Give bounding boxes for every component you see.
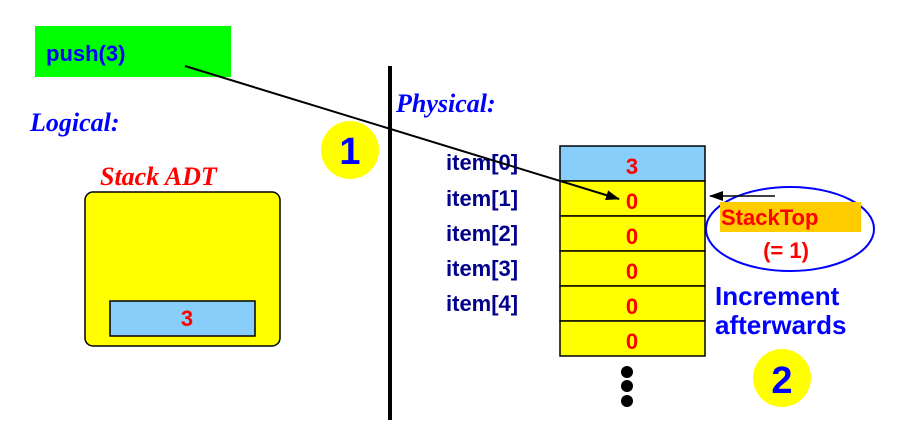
array-cell-value: 0 — [626, 189, 638, 214]
array-label: item[1] — [446, 186, 518, 211]
array-labels: item[0] item[1] item[2] item[3] item[4] — [446, 150, 518, 316]
array-cell — [559, 145, 706, 182]
array-cell-value: 0 — [626, 224, 638, 249]
stack-adt-top-value: 3 — [181, 306, 193, 331]
array-cell — [559, 320, 706, 357]
more-items-dots-icon — [621, 366, 633, 407]
array-label: item[2] — [446, 221, 518, 246]
push-arrow — [184, 65, 620, 200]
physical-heading: Physical: — [395, 89, 496, 118]
step-1-number: 1 — [339, 131, 360, 173]
note-line-1: Increment — [715, 281, 840, 311]
stacktop-label: StackTop — [721, 205, 818, 230]
array-cells: 3 0 0 0 0 0 — [559, 145, 706, 357]
stacktop-ellipse — [705, 186, 875, 272]
stacktop-highlight — [720, 202, 861, 232]
step-1-badge — [321, 121, 379, 179]
array-cell-value: 0 — [626, 294, 638, 319]
stacktop-value: (= 1) — [763, 238, 809, 263]
note-line-2: afterwards — [715, 310, 847, 340]
stack-adt-top-cell — [109, 300, 256, 337]
step-2-number: 2 — [771, 360, 792, 402]
array-cell-value: 3 — [626, 154, 638, 179]
array-cell — [559, 215, 706, 252]
step-2-badge — [753, 349, 811, 407]
push-label: push(3) — [46, 41, 125, 66]
push-operation-box — [35, 26, 231, 77]
array-label: item[4] — [446, 291, 518, 316]
logical-heading: Logical: — [29, 108, 120, 137]
array-cell-value: 0 — [626, 259, 638, 284]
stack-adt-title: Stack ADT — [100, 162, 218, 191]
array-label: item[0] — [446, 150, 518, 175]
array-cell — [559, 285, 706, 322]
array-cell-value: 0 — [626, 329, 638, 354]
array-label: item[3] — [446, 256, 518, 281]
